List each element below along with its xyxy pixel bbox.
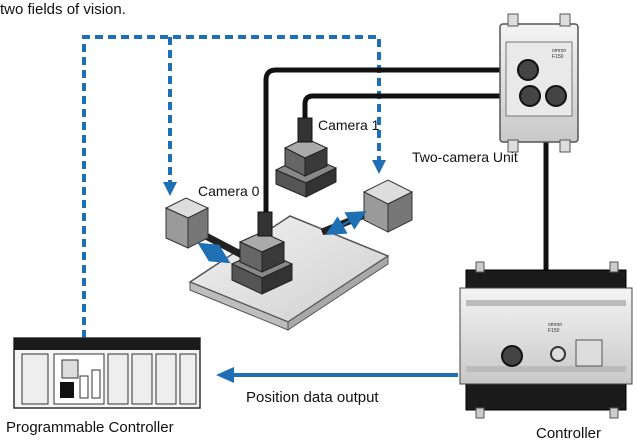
controller-port-camera: [501, 345, 523, 367]
unit-port-right: [545, 85, 567, 107]
label-programmable-controller: Programmable Controller: [6, 419, 174, 436]
label-camera-0: Camera 0: [198, 183, 260, 199]
signal-arrowheads: [163, 160, 386, 196]
label-two-camera-unit: Two-camera Unit: [412, 149, 518, 165]
camera-1: [274, 117, 338, 198]
target-right: [320, 179, 414, 236]
cable-camera1-to-unit: [302, 93, 533, 123]
controller-port-video: [550, 346, 566, 362]
target-left: [164, 197, 246, 260]
position-output-arrow: [216, 367, 458, 383]
label-controller: Controller: [536, 425, 601, 442]
label-position-data-output: Position data output: [246, 389, 379, 406]
controller-device: omron F150: [459, 261, 633, 419]
caption: two fields of vision.: [0, 1, 126, 18]
two-camera-unit: omron F150: [499, 13, 579, 153]
motion-arrow-right: [325, 210, 367, 236]
arrowhead-down-left: [163, 182, 177, 196]
programmable-controller: [13, 337, 201, 409]
unit-model-mark: F150: [552, 54, 564, 60]
unit-port-left: [519, 85, 541, 107]
cable-camera0-to-unit: [263, 67, 523, 218]
label-camera-1: Camera 1: [318, 117, 380, 133]
arrowhead-down-right: [372, 160, 386, 174]
unit-port-top: [517, 59, 539, 81]
controller-model-mark: F150: [548, 328, 560, 334]
controller-brand-mark: omron: [548, 322, 562, 328]
unit-brand-mark: omron: [552, 48, 566, 54]
motion-arrow-left: [197, 242, 231, 264]
camera-0: [230, 211, 294, 295]
